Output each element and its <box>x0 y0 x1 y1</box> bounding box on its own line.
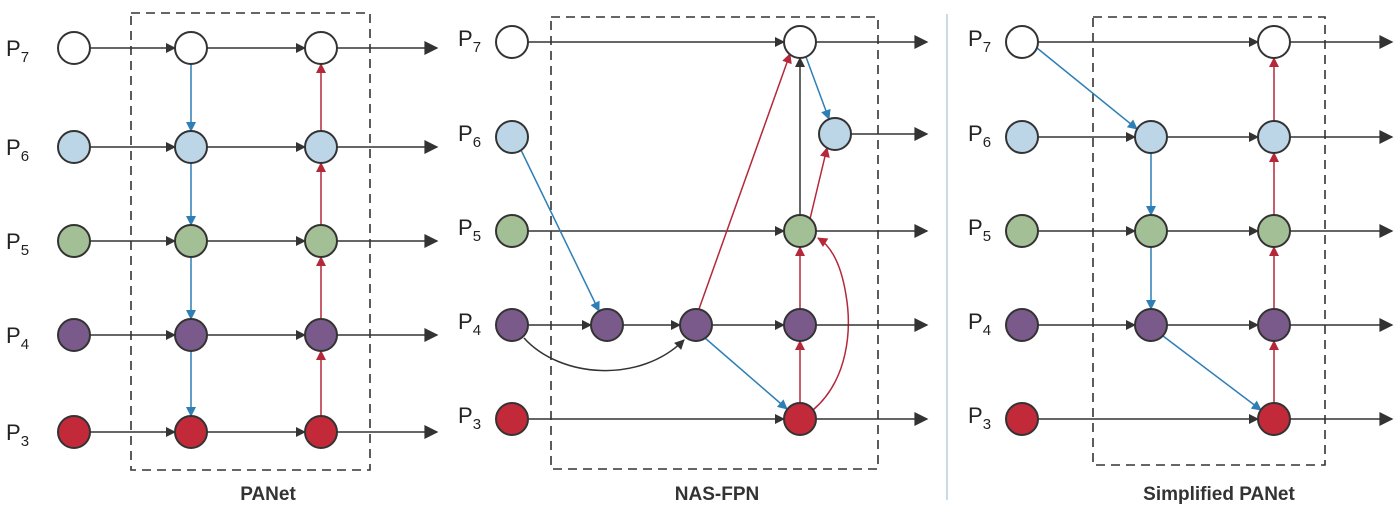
node-p4 <box>783 308 817 342</box>
level-label: P5 <box>458 215 481 245</box>
level-label: P3 <box>458 403 481 433</box>
panel-title-nas-fpn: NAS-FPN <box>675 484 759 505</box>
dashed-box <box>1092 16 1326 466</box>
input-node-p3 <box>57 415 91 449</box>
dashed-box <box>550 16 879 470</box>
node-p5 <box>783 214 817 248</box>
level-label: P3 <box>968 403 991 433</box>
node-p6 <box>1134 120 1168 154</box>
node-p7 <box>1257 25 1291 59</box>
level-label: P7 <box>458 26 481 56</box>
input-node-p5 <box>57 224 91 258</box>
node-p3 <box>304 415 338 449</box>
level-label: P7 <box>6 36 29 66</box>
input-node-p4 <box>57 318 91 352</box>
input-node-p7 <box>495 25 529 59</box>
node-p5 <box>1134 214 1168 248</box>
node-p3 <box>1257 402 1291 436</box>
level-label: P6 <box>6 135 29 165</box>
level-label: P6 <box>968 121 991 151</box>
input-node-p6 <box>495 120 529 154</box>
node-p4 <box>1134 308 1168 342</box>
input-node-p3 <box>495 402 529 436</box>
level-label: P7 <box>968 26 991 56</box>
node-p6 <box>818 117 852 151</box>
node-p7 <box>304 31 338 65</box>
input-node-p6 <box>1005 120 1039 154</box>
input-node-p5 <box>1005 214 1039 248</box>
level-label: P6 <box>458 121 481 151</box>
bottom-up-edge <box>698 53 792 310</box>
node-p7 <box>174 31 208 65</box>
input-node-p7 <box>57 31 91 65</box>
input-node-p4 <box>495 308 529 342</box>
input-node-p3 <box>1005 402 1039 436</box>
node-p5 <box>1257 214 1291 248</box>
intermediate-node-p4 <box>590 308 624 342</box>
panel-title-panet: PANet <box>240 484 296 505</box>
input-node-p6 <box>57 130 91 164</box>
level-label: P4 <box>458 309 481 339</box>
node-p7 <box>783 25 817 59</box>
node-p6 <box>1257 120 1291 154</box>
level-label: P5 <box>6 229 29 259</box>
top-down-edge <box>520 149 600 312</box>
node-p4 <box>174 318 208 352</box>
skip-edge <box>523 337 685 372</box>
level-label: P4 <box>6 323 29 353</box>
level-label: P5 <box>968 215 991 245</box>
node-p4 <box>304 318 338 352</box>
node-p5 <box>304 224 338 258</box>
bottom-up-edge <box>812 237 850 411</box>
node-p3 <box>174 415 208 449</box>
input-node-p4 <box>1005 308 1039 342</box>
top-down-edge <box>1036 47 1138 130</box>
top-down-edge <box>1162 335 1262 411</box>
node-p3 <box>783 402 817 436</box>
top-down-edge <box>805 56 831 120</box>
panel-title-simplified-panet: Simplified PANet <box>1143 484 1295 505</box>
input-node-p7 <box>1005 25 1039 59</box>
node-p5 <box>174 224 208 258</box>
level-label: P3 <box>6 420 29 450</box>
top-down-edge <box>704 337 788 410</box>
intermediate-node-p4 <box>679 308 713 342</box>
node-p6 <box>174 130 208 164</box>
level-label: P4 <box>968 309 991 339</box>
bottom-up-edge <box>809 147 830 220</box>
node-p6 <box>304 130 338 164</box>
input-node-p5 <box>495 214 529 248</box>
node-p4 <box>1257 308 1291 342</box>
